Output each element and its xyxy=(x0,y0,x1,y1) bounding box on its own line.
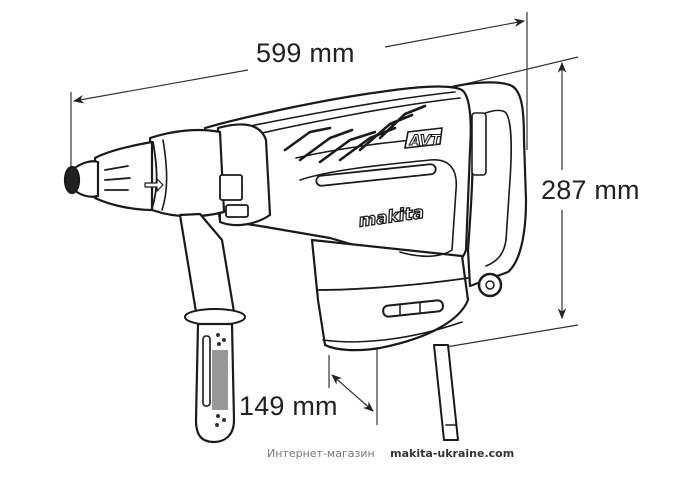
avt-badge: AVT xyxy=(404,127,443,150)
drill-body xyxy=(63,81,528,444)
dimension-lines xyxy=(70,12,579,425)
footer-watermark: Интернет-магазин makita-ukraine.com xyxy=(267,447,514,460)
shop-label: Интернет-магазин xyxy=(267,447,375,460)
length-dimension-label: 599 mm xyxy=(256,38,355,68)
height-dimension-label: 287 mm xyxy=(541,173,640,207)
site-link[interactable]: makita-ukraine.com xyxy=(390,447,515,460)
width-dimension-label: 149 mm xyxy=(239,391,338,421)
svg-text:AVT: AVT xyxy=(409,133,442,149)
